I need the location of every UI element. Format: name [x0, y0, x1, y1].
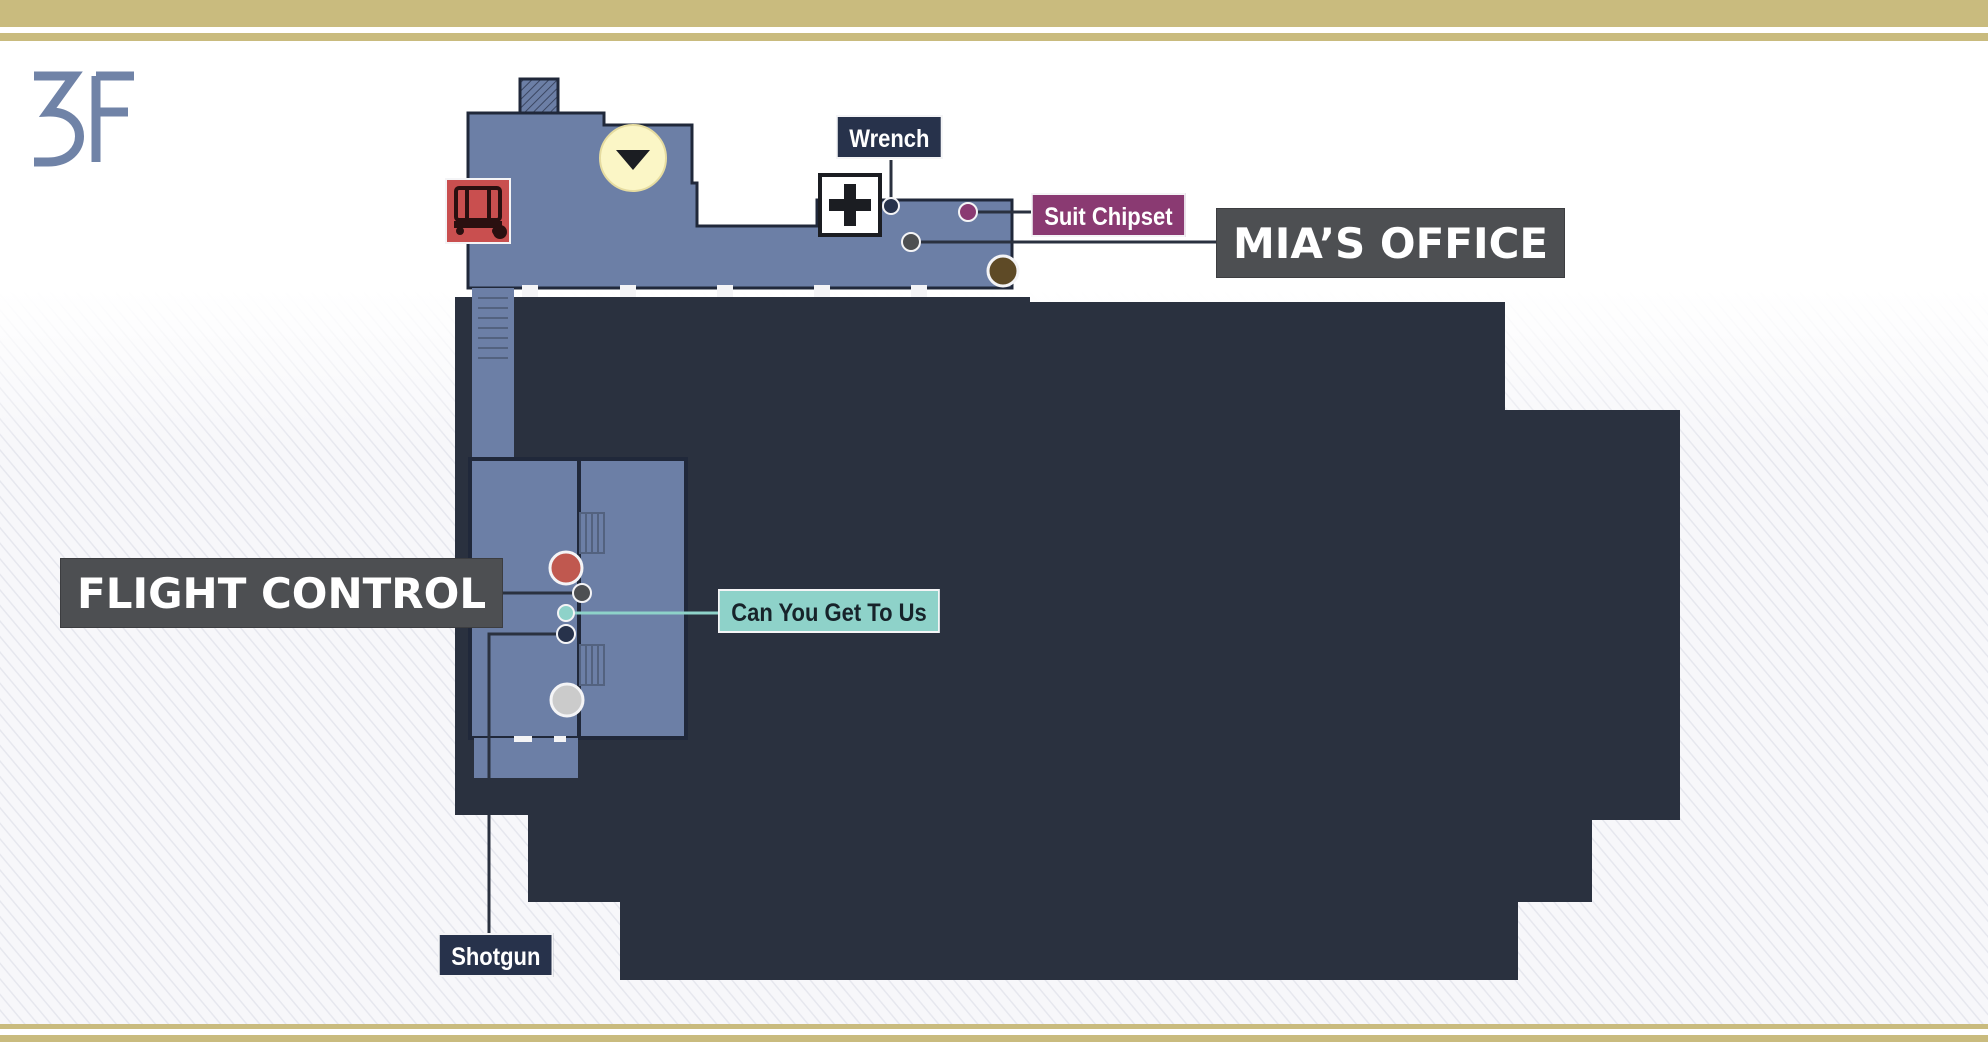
bottom-border-line [0, 1024, 1988, 1029]
gray-marker[interactable] [549, 682, 585, 718]
stairs-steps [478, 297, 508, 359]
can-you-get-to-us-marker[interactable] [557, 604, 575, 622]
mias-office-marker[interactable] [901, 232, 921, 252]
can-you-get-to-us-label[interactable]: Can You Get To Us [718, 589, 940, 633]
flight-control-annex [474, 738, 578, 778]
stair-corridor [472, 288, 514, 460]
down-arrow-marker-icon[interactable] [599, 124, 667, 192]
door-marker-brown[interactable] [986, 254, 1020, 288]
suit-chipset-marker[interactable] [958, 202, 978, 222]
top-border [0, 0, 1988, 27]
annex-doors [514, 736, 566, 742]
wrench-label[interactable]: Wrench [836, 115, 943, 159]
bottom-border [0, 1035, 1988, 1042]
mias-office-label[interactable]: MIA’S OFFICE [1216, 208, 1566, 278]
hatched-shaft-icon [518, 77, 560, 115]
shotgun-label[interactable]: Shotgun [438, 933, 554, 977]
flight-control-label[interactable]: FLIGHT CONTROL [60, 558, 504, 628]
shotgun-marker[interactable] [556, 624, 576, 644]
unexplored-area [455, 297, 1680, 980]
red-marker[interactable] [548, 550, 584, 586]
floor-label: 3F [34, 71, 134, 167]
wrench-marker[interactable] [882, 197, 900, 215]
medical-cross-icon[interactable] [818, 173, 882, 237]
flight-control-marker[interactable] [572, 583, 592, 603]
top-border-line [0, 33, 1988, 41]
corridor-doors [522, 285, 927, 297]
suit-chipset-label[interactable]: Suit Chipset [1031, 193, 1186, 237]
flight-control-stairs [579, 512, 605, 686]
save-terminal-icon[interactable] [445, 178, 511, 244]
